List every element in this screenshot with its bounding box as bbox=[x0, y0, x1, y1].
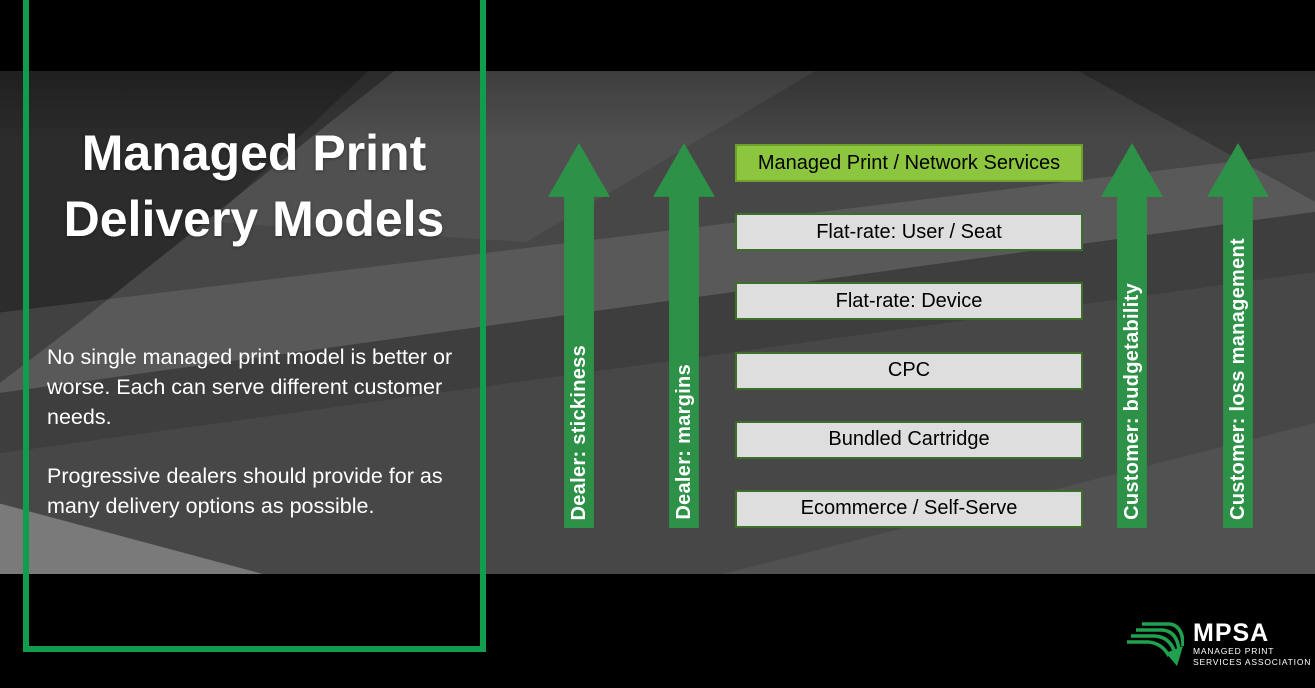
intro-text: No single managed print model is better … bbox=[47, 342, 479, 521]
mpsa-logo-line1: MANAGED PRINT bbox=[1193, 646, 1275, 656]
model-box-label: Bundled Cartridge bbox=[828, 428, 990, 451]
mpsa-logo-text: MPSA MANAGED PRINT SERVICES ASSOCIATION bbox=[1193, 619, 1312, 668]
model-box-managed-print-network-services: Managed Print / Network Services bbox=[735, 144, 1083, 182]
frame-border-right bbox=[480, 0, 486, 652]
model-stack: Managed Print / Network Services Flat-ra… bbox=[735, 144, 1083, 528]
page-title-line1: Managed Print bbox=[81, 125, 427, 181]
arrow-label: Dealer: margins bbox=[672, 364, 695, 520]
page-title: Managed Print Delivery Models bbox=[28, 120, 480, 252]
mpsa-swoosh-icon bbox=[1127, 622, 1184, 666]
frame-border-bottom bbox=[23, 646, 486, 652]
model-box-label: Ecommerce / Self-Serve bbox=[800, 497, 1018, 520]
page-title-line2: Delivery Models bbox=[63, 191, 445, 247]
model-box-label: Flat-rate: Device bbox=[835, 289, 983, 312]
model-box-flat-rate-user-seat: Flat-rate: User / Seat bbox=[735, 213, 1083, 252]
model-box-label: Flat-rate: User / Seat bbox=[816, 220, 1002, 243]
arrow-label: Customer: loss management bbox=[1226, 237, 1249, 520]
mpsa-logo-acronym: MPSA bbox=[1193, 619, 1270, 647]
swoosh-arrowhead bbox=[1166, 646, 1183, 666]
arrow-label: Dealer: stickiness bbox=[567, 344, 590, 521]
arrow-label: Customer: budgetability bbox=[1120, 283, 1143, 520]
mpsa-logo-line2: SERVICES ASSOCIATION bbox=[1193, 657, 1312, 667]
mpsa-logo: MPSA MANAGED PRINT SERVICES ASSOCIATION bbox=[1126, 620, 1311, 668]
model-box-label: CPC bbox=[887, 359, 931, 382]
frame-border-left bbox=[23, 0, 29, 652]
model-box-ecommerce-self-serve: Ecommerce / Self-Serve bbox=[735, 489, 1083, 528]
model-box-flat-rate-device: Flat-rate: Device bbox=[735, 282, 1083, 321]
background-photo bbox=[0, 71, 1315, 574]
model-box-label: Managed Print / Network Services bbox=[757, 151, 1061, 174]
model-box-cpc: CPC bbox=[735, 351, 1083, 390]
intro-paragraph-2: Progressive dealers should provide for a… bbox=[47, 464, 443, 518]
model-box-bundled-cartridge: Bundled Cartridge bbox=[735, 420, 1083, 459]
intro-paragraph-1: No single managed print model is better … bbox=[47, 345, 453, 429]
